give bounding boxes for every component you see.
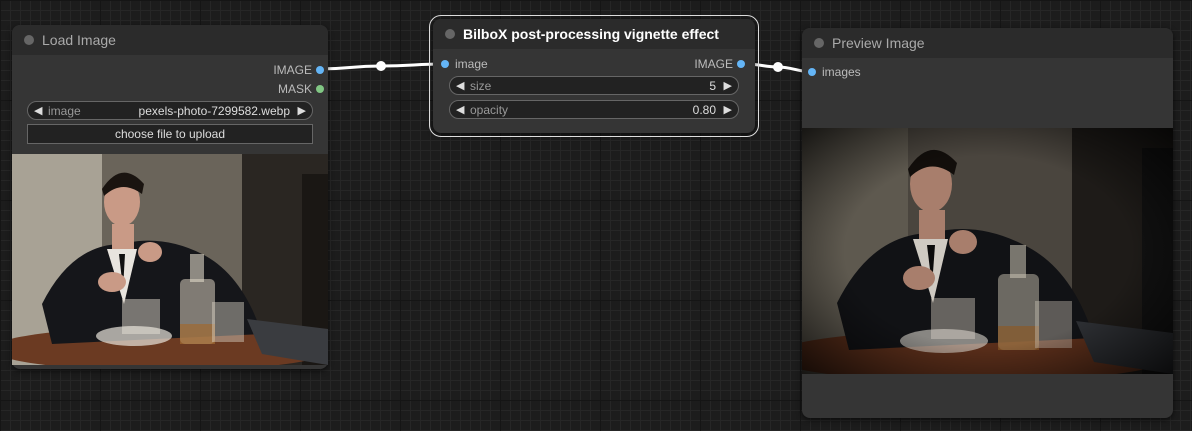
image-combo-widget[interactable]: ◀ image pexels-photo-7299582.webp ▶ [27,101,313,120]
node-title-bar[interactable]: Load Image [12,25,328,55]
node-title: Load Image [42,32,116,48]
arrow-right-icon[interactable]: ▶ [723,104,732,116]
load-image-node[interactable]: Load Image IMAGE MASK ◀ image pexels-pho… [12,25,328,369]
opacity-number-widget[interactable]: ◀ opacity 0.80 ▶ [449,100,739,119]
image-widget-label: image [48,104,81,118]
node-title: BilboX post-processing vignette effect [463,26,719,42]
link-midpoint-2 [773,62,783,72]
size-value: 5 [709,79,716,93]
input-images-slot[interactable]: images [808,64,861,80]
mask-output-dot-icon[interactable] [316,85,324,93]
arrow-right-icon[interactable]: ▶ [297,105,306,117]
node-title-bar[interactable]: BilboX post-processing vignette effect [433,19,755,49]
collapse-dot-icon[interactable] [445,29,455,39]
opacity-label: opacity [470,103,509,117]
output-mask-slot[interactable]: MASK [277,81,324,97]
arrow-right-icon[interactable]: ▶ [723,80,732,92]
node-title: Preview Image [832,35,925,51]
image-input-dot-icon[interactable] [441,60,449,68]
image-output-dot-icon[interactable] [316,66,324,74]
node-title-bar[interactable]: Preview Image [802,28,1173,58]
input-image-label: image [455,57,488,71]
size-number-widget[interactable]: ◀ size 5 ▶ [449,76,739,95]
loaded-image-thumbnail [12,154,328,365]
output-image-label: IMAGE [694,57,733,71]
images-input-dot-icon[interactable] [808,68,816,76]
size-label: size [470,79,492,93]
output-mask-label: MASK [277,82,312,96]
output-image-slot[interactable]: IMAGE [273,62,324,78]
arrow-left-icon[interactable]: ◀ [456,80,465,92]
output-image-slot[interactable]: IMAGE [694,56,745,72]
photo-graphic [12,154,328,365]
vignette-overlay [802,128,1173,374]
image-widget-value: pexels-photo-7299582.webp [138,104,290,118]
photo-graphic [802,128,1173,374]
link-midpoint-1 [376,61,386,71]
arrow-left-icon[interactable]: ◀ [456,104,465,116]
preview-output-image [802,128,1173,374]
input-image-slot[interactable]: image [441,56,488,72]
image-output-dot-icon[interactable] [737,60,745,68]
arrow-left-icon[interactable]: ◀ [34,105,43,117]
opacity-value: 0.80 [692,103,716,117]
collapse-dot-icon[interactable] [24,35,34,45]
collapse-dot-icon[interactable] [814,38,824,48]
output-image-label: IMAGE [273,63,312,77]
input-images-label: images [822,65,861,79]
upload-button[interactable]: choose file to upload [27,124,313,144]
preview-image-node[interactable]: Preview Image images [802,28,1173,418]
vignette-effect-node[interactable]: BilboX post-processing vignette effect i… [429,15,759,137]
